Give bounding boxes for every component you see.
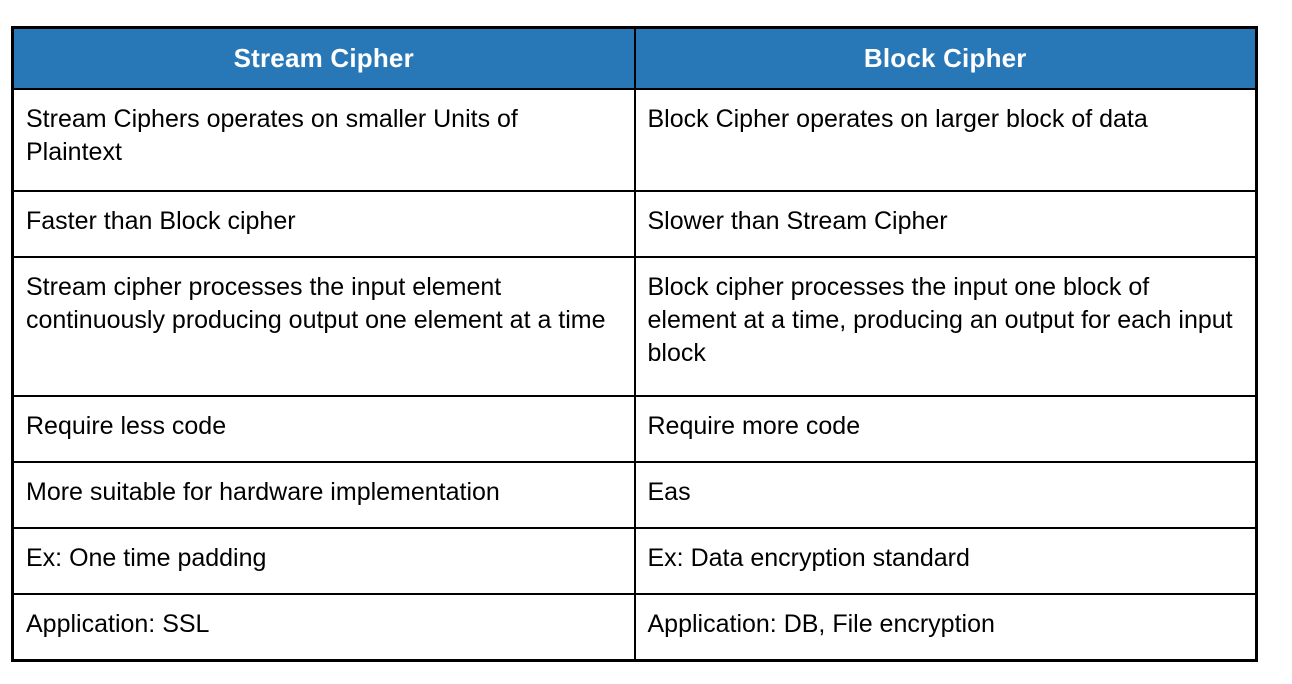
table-cell-stream: More suitable for hardware implementatio… xyxy=(11,460,636,529)
table-cell-block: Application: DB, File encryption xyxy=(633,592,1258,661)
table-cell-stream: Require less code xyxy=(11,394,636,463)
table-row: Require less code Require more code xyxy=(11,394,1258,463)
table-row: Faster than Block cipher Slower than Str… xyxy=(11,189,1258,258)
table-row: More suitable for hardware implementatio… xyxy=(11,460,1258,529)
table-cell-block: Slower than Stream Cipher xyxy=(633,189,1258,258)
table-cell-stream: Stream cipher processes the input elemen… xyxy=(11,255,636,397)
column-header-stream-cipher: Stream Cipher xyxy=(11,26,636,90)
table-cell-stream: Faster than Block cipher xyxy=(11,189,636,258)
table-cell-block: Block Cipher operates on larger block of… xyxy=(633,87,1258,192)
table-cell-block: Block cipher processes the input one blo… xyxy=(633,255,1258,397)
table-cell-block: Require more code xyxy=(633,394,1258,463)
table-cell-block: Eas xyxy=(633,460,1258,529)
table-cell-stream: Application: SSL xyxy=(11,592,636,661)
table-row: Application: SSL Application: DB, File e… xyxy=(11,592,1258,661)
table-row: Stream Ciphers operates on smaller Units… xyxy=(11,87,1258,192)
column-header-block-cipher: Block Cipher xyxy=(633,26,1258,90)
cipher-comparison-table: Stream Cipher Block Cipher Stream Cipher… xyxy=(11,26,1258,662)
table-cell-block: Ex: Data encryption standard xyxy=(633,526,1258,595)
table-row: Stream cipher processes the input elemen… xyxy=(11,255,1258,397)
table-cell-stream: Stream Ciphers operates on smaller Units… xyxy=(11,87,636,192)
table-row: Ex: One time padding Ex: Data encryption… xyxy=(11,526,1258,595)
table-header-row: Stream Cipher Block Cipher xyxy=(11,26,1258,90)
table-cell-stream: Ex: One time padding xyxy=(11,526,636,595)
